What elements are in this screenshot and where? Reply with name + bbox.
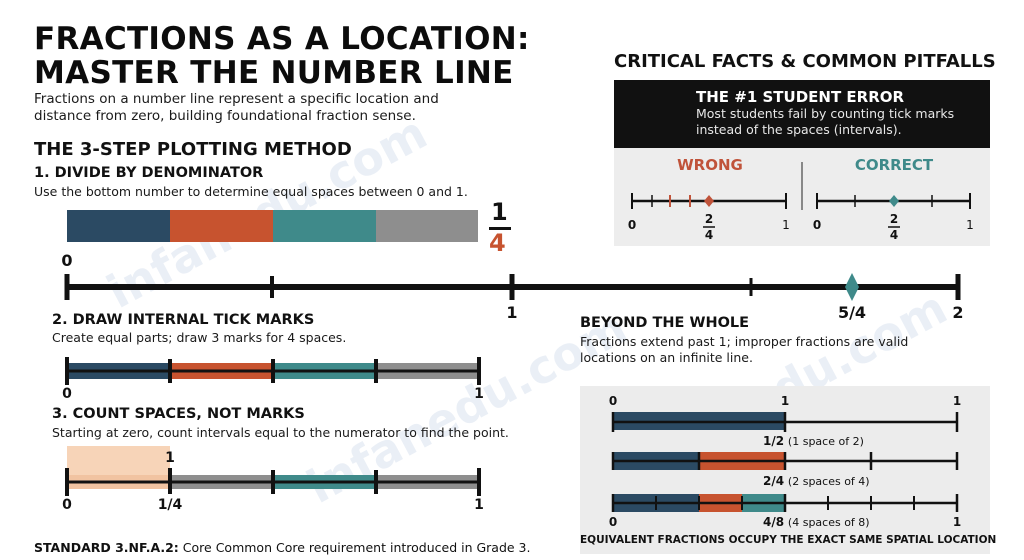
- equivalent-caption: EQUIVALENT FRACTIONS OCCUPY THE EXACT SA…: [580, 534, 997, 546]
- wrong-numerator: 2: [704, 212, 714, 226]
- equivalent-panel: 0 1 1 1/2 (1 space of 2) 2/4 (2 spaces o…: [580, 386, 997, 554]
- step2-label-0: 0: [62, 386, 72, 402]
- eq2-fraction: 2/4: [763, 474, 785, 488]
- step2-title: 2. DRAW INTERNAL TICK MARKS: [52, 312, 315, 328]
- standard-code: STANDARD 3.NF.A.2:: [34, 540, 179, 555]
- wrong-denominator: 4: [704, 228, 714, 242]
- step3-label-quarter: 1/4: [157, 497, 183, 513]
- step3-label-top: 1: [165, 450, 175, 466]
- wrong-label: WRONG: [677, 156, 743, 174]
- eq3-note: (4 spaces of 8): [787, 516, 870, 529]
- wrong-label-1: 1: [782, 218, 790, 232]
- step1-segment-2: [170, 210, 273, 242]
- step1-desc: Use the bottom number to determine equal…: [34, 184, 468, 199]
- compare-canvas: [631, 162, 971, 228]
- step2-desc: Create equal parts; draw 3 marks for 4 s…: [52, 330, 347, 345]
- equivalent-canvas: [611, 412, 959, 512]
- eq2-caption: 2/4 (2 spaces of 4): [763, 474, 870, 488]
- fraction-denominator: 4: [489, 229, 506, 257]
- eq1-fraction: 1/2: [763, 434, 785, 448]
- main-label-five-fourths: 5/4: [837, 303, 867, 322]
- beyond-text: Fractions extend past 1; improper fracti…: [580, 334, 909, 365]
- correct-label-0: 0: [812, 218, 822, 232]
- step1-title: 1. DIVIDE BY DENOMINATOR: [34, 165, 264, 181]
- fraction-divider: [489, 227, 511, 230]
- main-label-1: 1: [506, 303, 518, 322]
- eq1-note: (1 space of 2): [787, 435, 864, 448]
- step1-segment-3: [273, 210, 376, 242]
- eq2-note: (2 spaces of 4): [787, 475, 870, 488]
- step3-title: 3. COUNT SPACES, NOT MARKS: [52, 406, 305, 422]
- fraction-numerator: 1: [491, 198, 508, 226]
- correct-denominator: 4: [889, 228, 899, 242]
- correct-point: [889, 195, 899, 207]
- title-line-2: MASTER THE NUMBER LINE: [34, 55, 514, 91]
- error-panel: [614, 80, 990, 148]
- compare-panel: WRONG CORRECT 0 1 2 4 0 1 2 4: [614, 148, 990, 246]
- main-label-0: 0: [61, 251, 73, 270]
- eq-top-label-1: 1: [780, 394, 790, 408]
- eq-bottom-label-1: 1: [952, 515, 962, 529]
- step2-label-1: 1: [474, 386, 484, 402]
- main-label-2: 2: [952, 303, 964, 322]
- method-heading: THE 3-STEP PLOTTING METHOD: [34, 139, 352, 160]
- error-text: Most students fail by counting tick mark…: [696, 106, 955, 137]
- correct-label-1: 1: [966, 218, 974, 232]
- page-title: FRACTIONS AS A LOCATION: MASTER THE NUMB…: [34, 22, 530, 90]
- correct-numerator: 2: [889, 212, 899, 226]
- eq-bottom-label-0: 0: [608, 515, 618, 529]
- eq1-caption: 1/2 (1 space of 2): [763, 434, 864, 448]
- page-subtitle: Fractions on a number line represent a s…: [34, 91, 439, 124]
- eq3-fraction: 4/8: [763, 515, 785, 529]
- facts-heading: CRITICAL FACTS & COMMON PITFALLS: [614, 51, 996, 72]
- wrong-point: [704, 195, 714, 207]
- step1-segment-4: [376, 210, 478, 242]
- wrong-label-0: 0: [627, 218, 637, 232]
- correct-label: CORRECT: [854, 156, 934, 174]
- standard-footer: STANDARD 3.NF.A.2: Core Common Core requ…: [34, 540, 531, 555]
- step1-segment-1: [67, 210, 170, 242]
- step3-label-1: 1: [474, 497, 484, 513]
- error-title: THE #1 STUDENT ERROR: [696, 88, 905, 106]
- step3-label-0: 0: [62, 497, 72, 513]
- eq-top-label-0: 0: [608, 394, 618, 408]
- title-line-1: FRACTIONS AS A LOCATION:: [34, 21, 530, 57]
- main-point-marker: [845, 273, 859, 301]
- eq-top-label-1b: 1: [952, 394, 962, 408]
- eq3-caption: 4/8 (4 spaces of 8): [763, 515, 870, 529]
- beyond-heading: BEYOND THE WHOLE: [580, 315, 750, 331]
- standard-text: Core Common Core requirement introduced …: [178, 540, 531, 555]
- step3-desc: Starting at zero, count intervals equal …: [52, 425, 509, 440]
